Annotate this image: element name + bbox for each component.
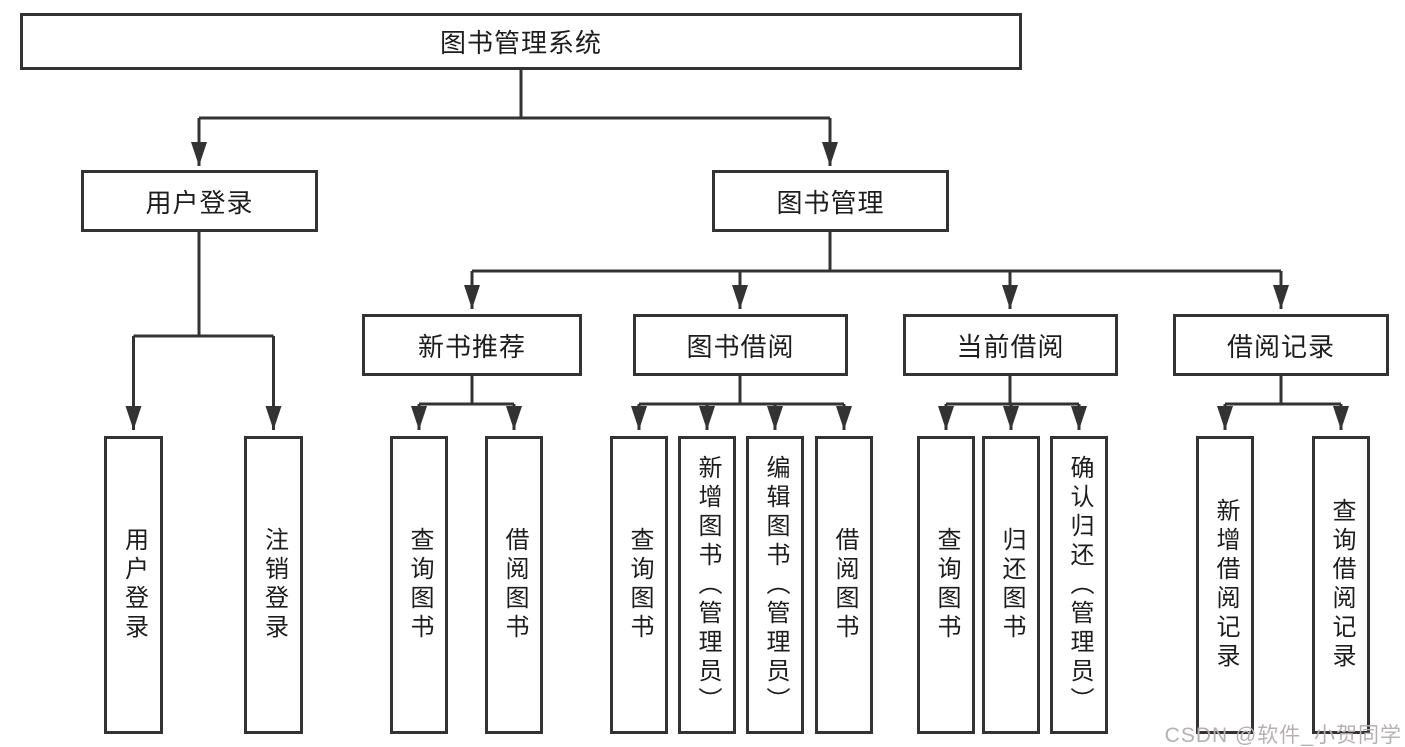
leaf-borrow-books-recommend: 借阅图书 (485, 436, 543, 734)
node-book-management: 图书管理 (712, 170, 949, 232)
node-book-borrow: 图书借阅 (633, 314, 848, 376)
leaf-add-book-admin: 新增图书（管理员） (678, 436, 736, 734)
leaf-return-book: 归还图书 (982, 436, 1040, 734)
leaf-edit-book-admin: 编辑图书（管理员） (746, 436, 804, 734)
leaf-add-borrow-record: 新增借阅记录 (1196, 436, 1254, 734)
leaf-query-books-recommend: 查询图书 (390, 436, 448, 734)
node-borrow-records: 借阅记录 (1173, 314, 1389, 376)
watermark: CSDN @软件_小贺同学 (1164, 724, 1402, 747)
leaf-borrow-books: 借阅图书 (815, 436, 873, 734)
node-user-login: 用户登录 (81, 170, 318, 232)
leaf-logout: 注销登录 (244, 436, 303, 734)
node-current-borrow: 当前借阅 (903, 314, 1118, 376)
node-root: 图书管理系统 (20, 13, 1022, 70)
leaf-confirm-return-admin: 确认归还（管理员） (1050, 436, 1108, 734)
connectors (125, 70, 1349, 430)
node-new-book-recommend: 新书推荐 (362, 314, 582, 376)
leaf-query-books-borrow: 查询图书 (610, 436, 668, 734)
leaf-user-login: 用户登录 (104, 436, 163, 734)
leaf-query-books-current: 查询图书 (917, 436, 975, 734)
leaf-query-borrow-record: 查询借阅记录 (1312, 436, 1370, 734)
